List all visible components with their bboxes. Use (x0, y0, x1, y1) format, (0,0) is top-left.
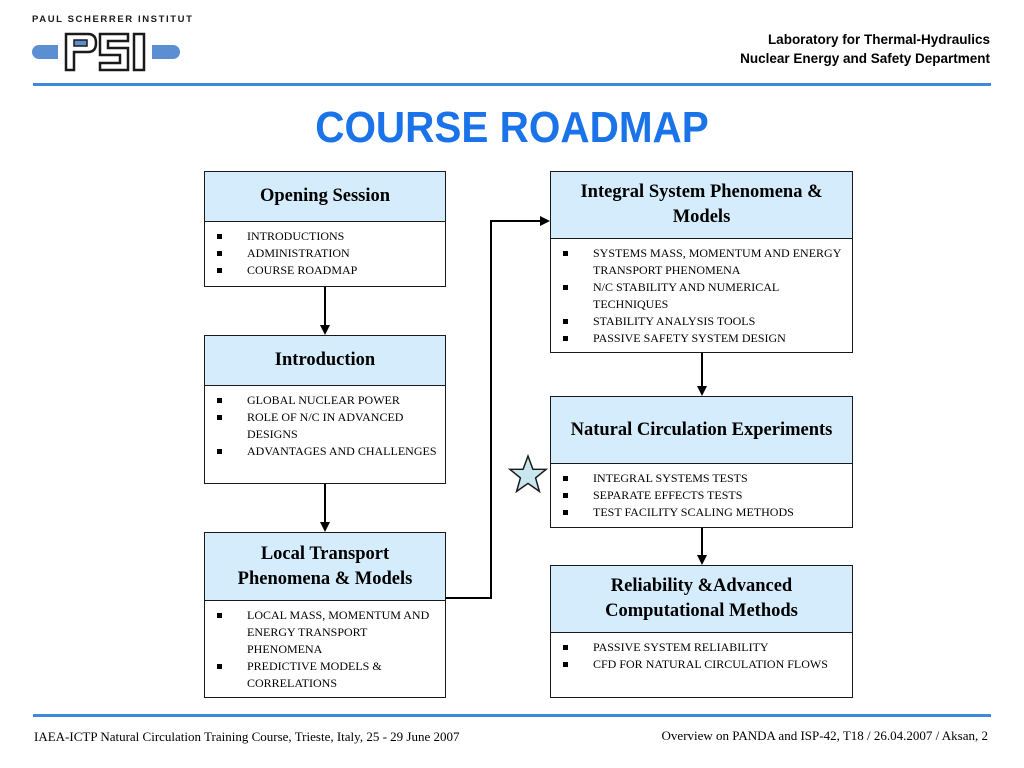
logo-caption: PAUL SCHERRER INSTITUT (32, 14, 194, 25)
box-heading: Natural Circulation Experiments (551, 397, 852, 464)
box-heading: Introduction (205, 336, 445, 386)
list-item: STABILITY ANALYSIS TOOLS (551, 313, 846, 330)
box-reliability: Reliability &Advanced Computational Meth… (550, 565, 853, 698)
box-natural-circulation-experiments: Natural Circulation Experiments INTEGRAL… (550, 396, 853, 528)
psi-logo-mark (64, 32, 146, 72)
lab-info: Laboratory for Thermal-Hydraulics Nuclea… (740, 30, 990, 68)
list-item: SYSTEMS MASS, MOMENTUM AND ENERGY TRANSP… (551, 245, 846, 279)
box-heading: Integral System Phenomena & Models (551, 172, 852, 239)
box-heading: Opening Session (205, 172, 445, 222)
list-item: ADVANTAGES AND CHALLENGES (205, 443, 439, 460)
star-icon (507, 453, 549, 494)
box-items: PASSIVE SYSTEM RELIABILITY CFD FOR NATUR… (551, 633, 852, 673)
list-item: TEST FACILITY SCALING METHODS (551, 504, 846, 521)
list-item: PASSIVE SYSTEM RELIABILITY (551, 639, 846, 656)
box-introduction: Introduction GLOBAL NUCLEAR POWER ROLE O… (204, 335, 446, 484)
footer-course-info: IAEA-ICTP Natural Circulation Training C… (34, 729, 460, 744)
list-item: INTEGRAL SYSTEMS TESTS (551, 470, 846, 487)
list-item: LOCAL MASS, MOMENTUM AND ENERGY TRANSPOR… (205, 607, 439, 658)
box-items: GLOBAL NUCLEAR POWER ROLE OF N/C IN ADVA… (205, 386, 445, 460)
list-item: ADMINISTRATION (205, 245, 439, 262)
list-item: ROLE OF N/C IN ADVANCED DESIGNS (205, 409, 439, 443)
logo-bar-left (32, 45, 58, 59)
box-local-transport: Local Transport Phenomena & Models LOCAL… (204, 532, 446, 698)
box-heading: Reliability &Advanced Computational Meth… (551, 566, 852, 633)
box-items: INTRODUCTIONS ADMINISTRATION COURSE ROAD… (205, 222, 445, 279)
list-item: CFD FOR NATURAL CIRCULATION FLOWS (551, 656, 846, 673)
list-item: PREDICTIVE MODELS & CORRELATIONS (205, 658, 439, 692)
lab-line-2: Nuclear Energy and Safety Department (740, 51, 990, 66)
arrow-local-to-integral (446, 216, 550, 599)
footer-slide-info: Overview on PANDA and ISP-42, T18 / 26.0… (661, 728, 988, 743)
list-item: N/C STABILITY AND NUMERICAL TECHNIQUES (551, 279, 846, 313)
header-rule (33, 83, 991, 86)
psi-logo: PAUL SCHERRER INSTITUT (32, 14, 194, 74)
list-item: GLOBAL NUCLEAR POWER (205, 392, 439, 409)
list-item: INTRODUCTIONS (205, 228, 439, 245)
box-items: INTEGRAL SYSTEMS TESTS SEPARATE EFFECTS … (551, 464, 852, 521)
box-heading: Local Transport Phenomena & Models (205, 533, 445, 601)
logo-bar-right (152, 45, 180, 59)
footer-rule (33, 714, 991, 717)
box-integral-system: Integral System Phenomena & Models SYSTE… (550, 171, 853, 353)
lab-line-1: Laboratory for Thermal-Hydraulics (767, 32, 990, 47)
list-item: COURSE ROADMAP (205, 262, 439, 279)
page-title: COURSE ROADMAP (315, 103, 709, 152)
list-item: SEPARATE EFFECTS TESTS (551, 487, 846, 504)
box-items: LOCAL MASS, MOMENTUM AND ENERGY TRANSPOR… (205, 601, 445, 692)
box-items: SYSTEMS MASS, MOMENTUM AND ENERGY TRANSP… (551, 239, 852, 347)
box-opening-session: Opening Session INTRODUCTIONS ADMINISTRA… (204, 171, 446, 287)
list-item: PASSIVE SAFETY SYSTEM DESIGN (551, 330, 846, 347)
